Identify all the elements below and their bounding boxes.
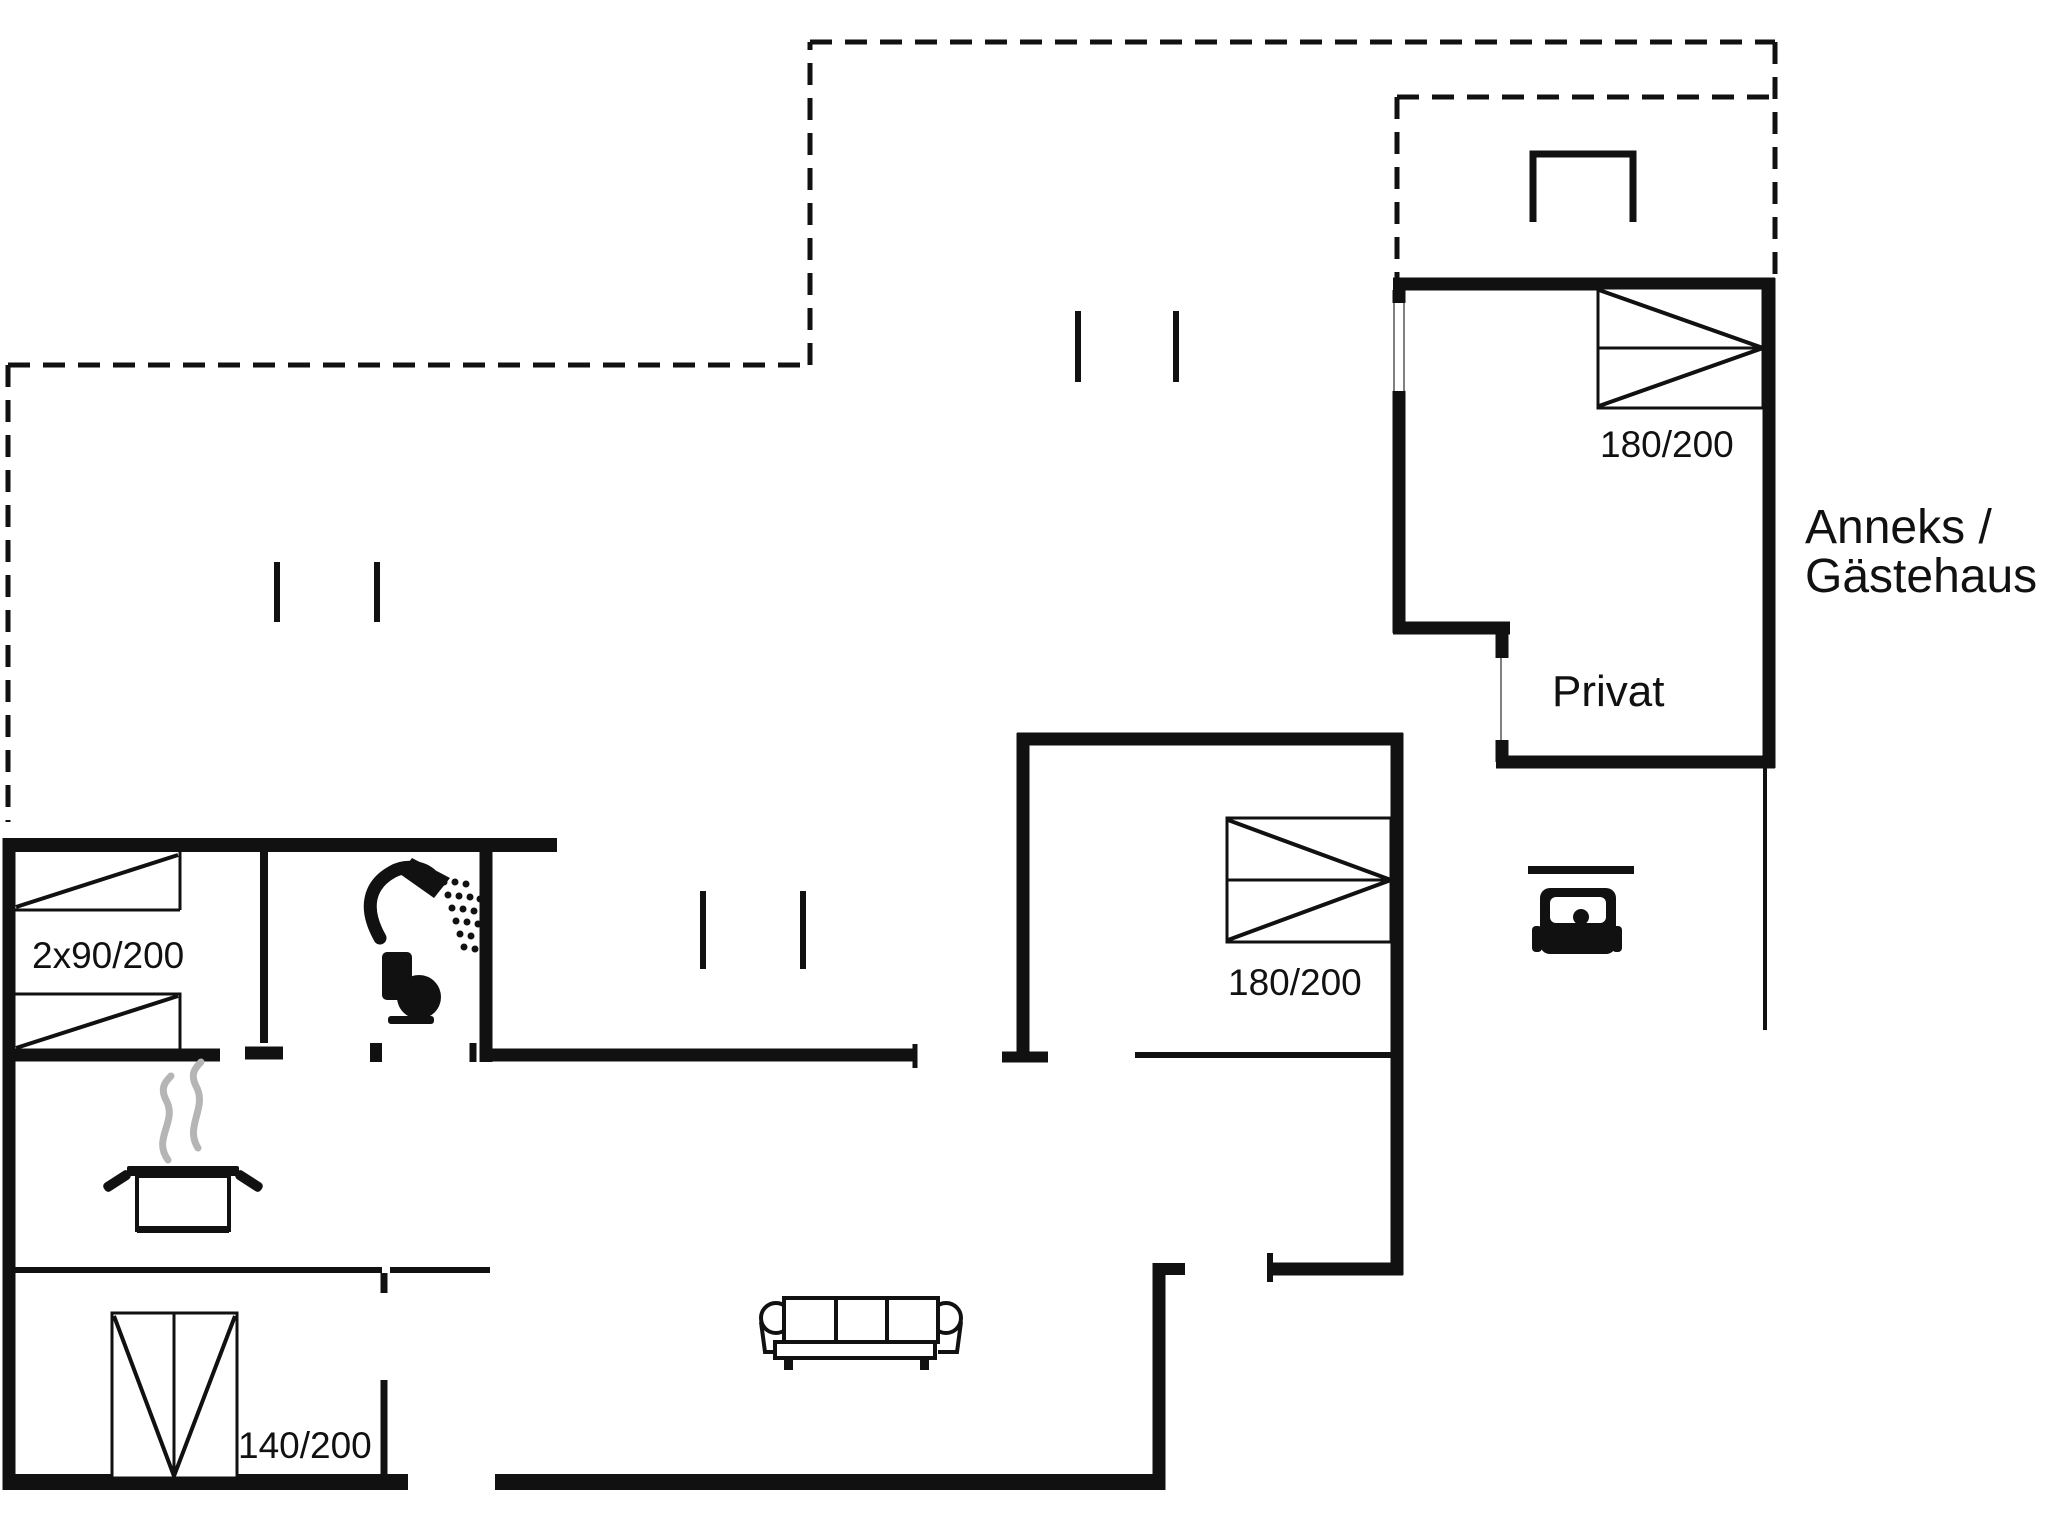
- single-bed-icon: [15, 992, 182, 1052]
- bottom-bed-size-label: 140/200: [238, 1425, 372, 1466]
- cooking-pot-icon: [103, 1166, 263, 1233]
- middle-bedroom-double-bed: [1225, 816, 1393, 944]
- toilet-icon: [382, 952, 441, 1024]
- bed-diagonal: [1598, 288, 1764, 408]
- bed-diagonal: [15, 994, 179, 1050]
- labels: 2x90/200 180/200 140/200 180/200 Privat …: [32, 424, 2037, 1466]
- sofa-icon: [759, 1296, 963, 1370]
- main-house-walls: [2, 732, 1404, 1490]
- single-bed-icon: [15, 852, 182, 912]
- annex-walls: [1392, 277, 1776, 1030]
- shower-icon: [363, 858, 484, 953]
- bed-outline: [15, 852, 182, 912]
- bed-diagonal: [1227, 818, 1392, 942]
- bed-diagonal: [112, 1315, 237, 1477]
- left-bedroom-single-beds: [15, 852, 182, 1052]
- terrace-posts: [274, 311, 1179, 969]
- bed-outline: [15, 992, 182, 1052]
- annex-bed-size-label: 180/200: [1600, 424, 1734, 465]
- car-carport-icon: [1528, 866, 1634, 954]
- middle-bed-size-label: 180/200: [1228, 962, 1362, 1003]
- bottom-bedroom-bed: [110, 1311, 239, 1480]
- annex-name-line1: Anneks /: [1805, 501, 1992, 554]
- left-beds-size-label: 2x90/200: [32, 935, 184, 976]
- bed-diagonal: [15, 853, 179, 909]
- terrace-dashed-outline: [5, 39, 1778, 822]
- steam-icon: [159, 1058, 205, 1164]
- privat-room-label: Privat: [1552, 667, 1664, 716]
- annex-name-line2: Gästehaus: [1805, 550, 2037, 603]
- porch-steps-icon: [1529, 150, 1637, 222]
- annex-double-bed: [1596, 286, 1765, 410]
